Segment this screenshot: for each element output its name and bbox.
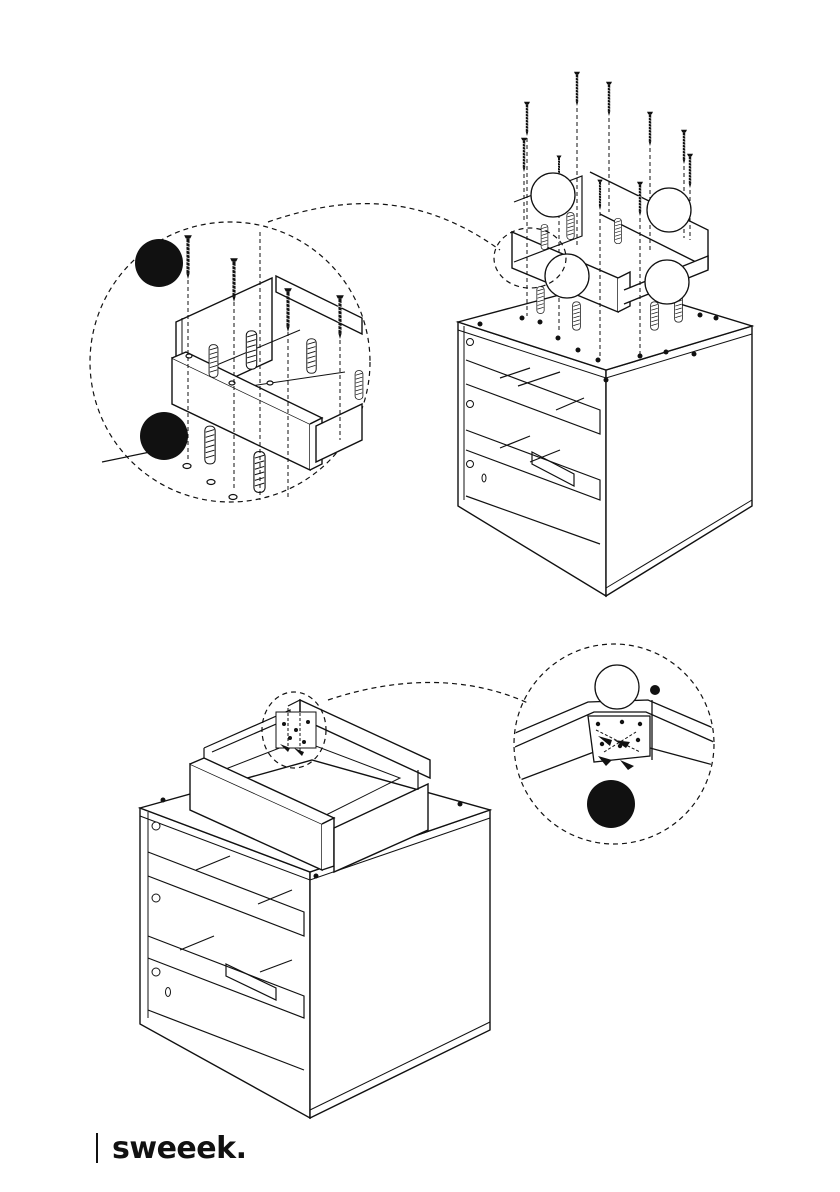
- callout-marker-2: [140, 412, 188, 460]
- part-marker-3: [545, 254, 589, 298]
- callout-marker-3: [587, 780, 635, 828]
- brand-name: sweeek.: [112, 1131, 246, 1166]
- part-marker-2: [647, 188, 691, 232]
- part-marker-5: [595, 665, 639, 709]
- brand-logo: sweeek.: [96, 1128, 246, 1168]
- step1-cabinet: [458, 72, 752, 596]
- callout-marker-1: [135, 239, 183, 287]
- step1-detail-view: [90, 204, 500, 502]
- step2-detail-view: [508, 644, 732, 844]
- step2-cabinet: [140, 682, 530, 1118]
- brand-divider: [96, 1133, 98, 1163]
- part-marker-4: [645, 260, 689, 304]
- part-marker-1: [531, 173, 575, 217]
